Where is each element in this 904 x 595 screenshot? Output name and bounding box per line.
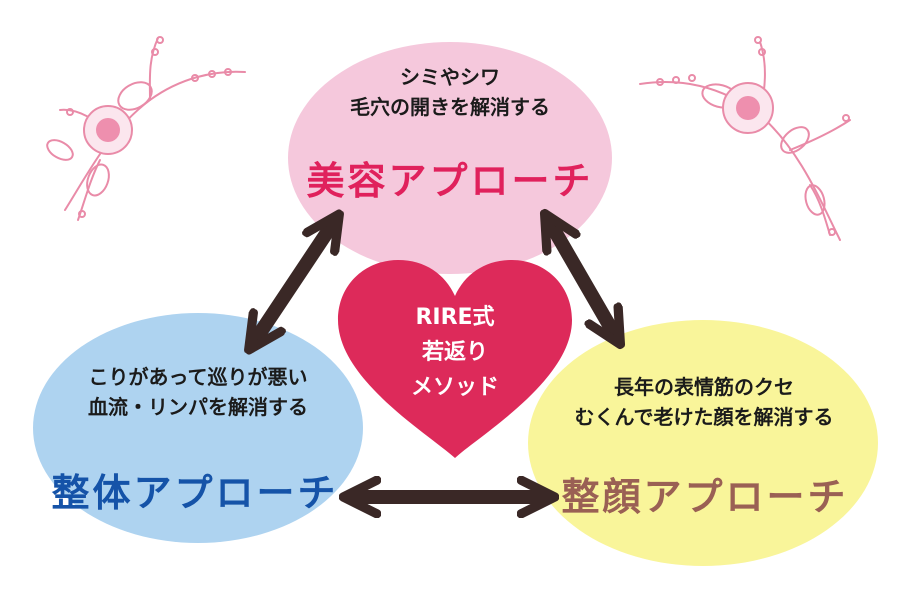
heart-line3: メソッド	[410, 375, 499, 400]
body-approach-description: こりがあって巡りが悪い 血流・リンパを解消する	[40, 362, 356, 422]
beauty-description-line1: シミやシワ	[400, 65, 500, 89]
face-approach-title: 整顔アプローチ	[561, 475, 849, 519]
heart-line1: RIRE式	[415, 305, 495, 330]
beauty-approach-title: 美容アプローチ	[306, 159, 594, 203]
heart-label: RIRE式 若返り メソッド	[380, 300, 530, 405]
face-approach-description: 長年の表情筋のクセ むくんで老けた顔を解消する	[534, 372, 874, 432]
beauty-description-line2: 毛穴の開きを解消する	[350, 95, 550, 119]
body-approach-title: 整体アプローチ	[51, 471, 339, 515]
beauty-approach-description: シミやシワ 毛穴の開きを解消する	[300, 62, 600, 122]
floral-decoration-left	[46, 36, 246, 221]
heart-shape	[338, 260, 572, 458]
arrow-top-left	[258, 228, 330, 336]
body-approach-circle	[33, 313, 363, 543]
beauty-approach-circle	[288, 42, 612, 274]
face-approach-circle	[528, 320, 878, 566]
body-description-line1: こりがあって巡りが悪い	[88, 365, 308, 389]
face-description-line2: むくんで老けた顔を解消する	[574, 405, 834, 429]
heart-line2: 若返り	[421, 340, 488, 365]
body-description-line2: 血流・リンパを解消する	[88, 395, 308, 419]
floral-decoration-right	[639, 36, 851, 241]
face-description-line1: 長年の表情筋のクセ	[614, 375, 794, 399]
arrow-top-right	[553, 228, 612, 330]
